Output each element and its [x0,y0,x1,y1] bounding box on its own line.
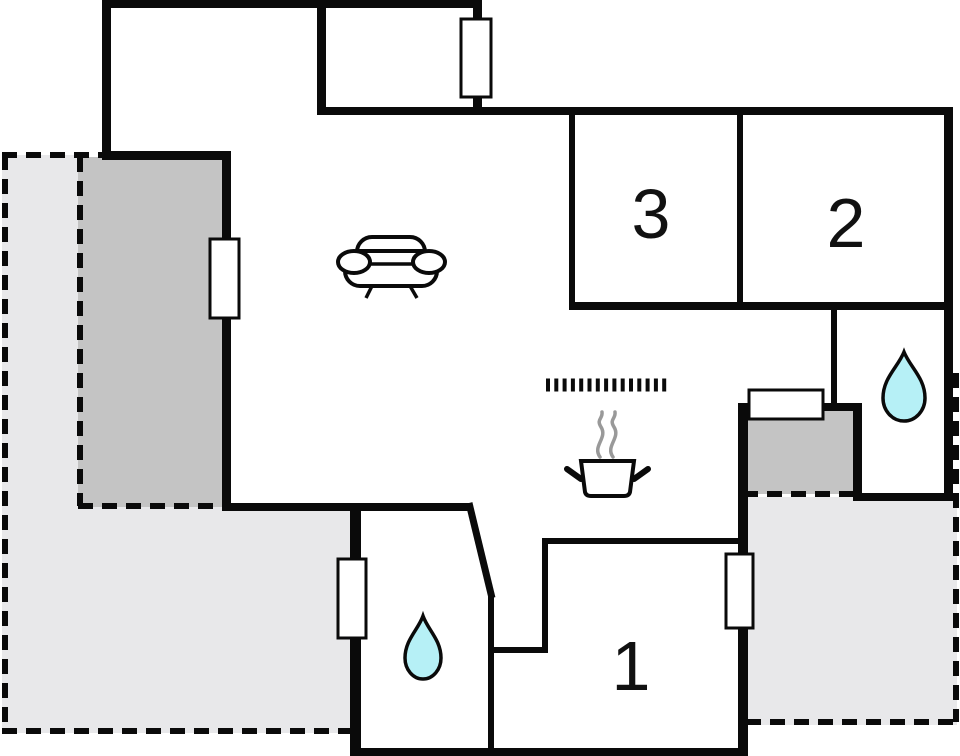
steam-line [596,410,605,459]
window-icon [336,557,368,640]
window-icon [724,552,755,630]
wall-segment [542,538,743,544]
cooking-pot-icon [564,410,651,498]
water-drop-icon [881,347,927,423]
wall-segment [569,302,953,310]
steam-icon [596,410,618,459]
covered-terrace-left [78,157,226,507]
water-drop-icon [403,610,443,681]
wall-segment [473,0,482,24]
terrace-light-areas [2,155,957,733]
wall-segment [102,151,230,160]
wall-segment [473,93,482,109]
wall-segment [737,110,743,308]
window-icon [459,17,493,99]
pot-handle [564,466,584,482]
pot-handles [564,466,651,482]
wall-segment [222,503,472,511]
room-labels: 3 2 1 [612,175,866,705]
wall-segment [317,107,953,115]
sofa-armrest [336,249,372,275]
room-1-label: 1 [612,627,651,705]
wall-segment [350,748,748,756]
wall-segment [222,151,231,511]
terrace-dashed-outline [2,152,959,734]
wall-segment [855,493,953,501]
sofa-leg [408,285,419,299]
wall-segment [102,0,111,160]
wall-segment [569,110,575,308]
wall-segment [542,538,548,653]
wall-segment [831,308,837,407]
window-icon [208,237,241,320]
wall-segment-diagonal [465,502,496,599]
terrace-dark-areas [78,157,855,507]
water-drops [403,347,927,681]
wall-segment [102,0,482,8]
wall-diagonal [465,502,496,599]
window-icon [747,388,825,421]
steam-line [609,410,618,459]
sofa-leg [364,285,374,299]
sofa-armrest [411,249,447,275]
windows [208,17,825,640]
room-3-label: 3 [632,175,671,253]
wall-segment [317,0,326,115]
wall-segment [488,594,494,752]
wall-segment [853,403,862,501]
pot-body [578,459,637,498]
terrace-right-area [748,497,957,725]
room-2-label: 2 [827,184,866,262]
covered-terrace-right [743,407,855,494]
terrace-left-area [2,155,356,733]
sofa-icon [336,235,447,299]
pot-handle [631,466,651,482]
wall-segment [490,647,548,653]
